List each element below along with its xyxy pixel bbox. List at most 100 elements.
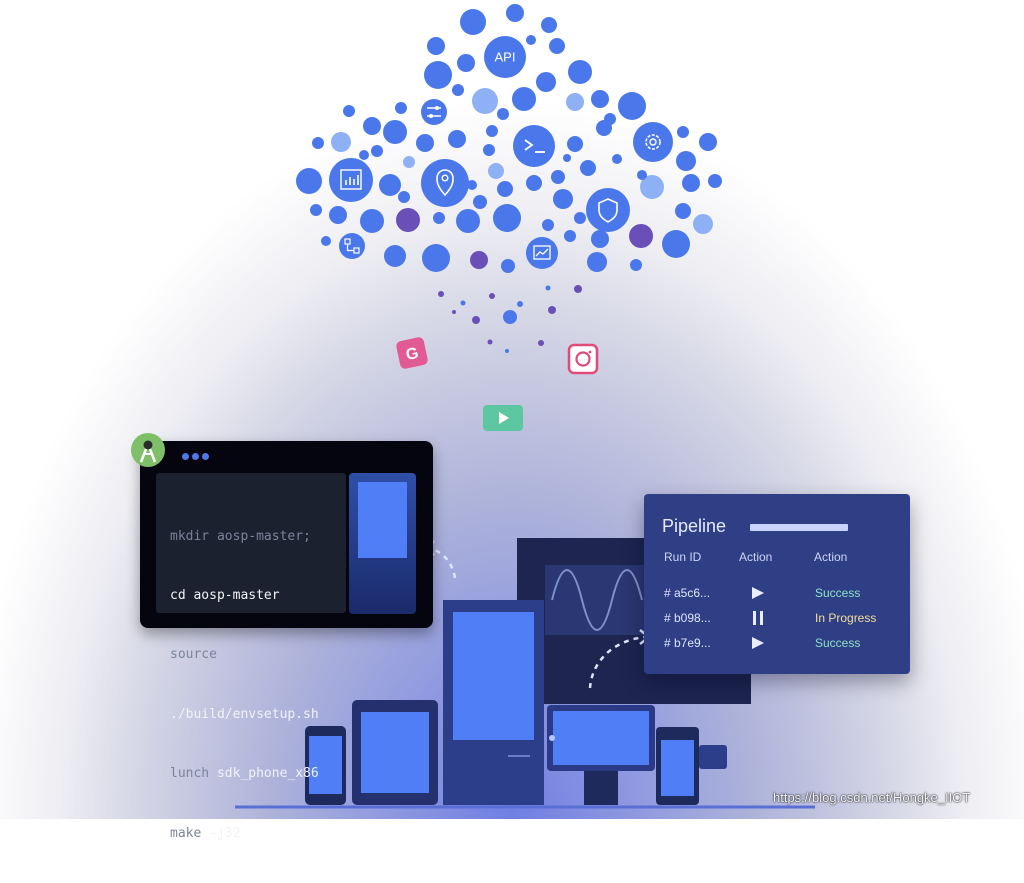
terminal-code: mkdir aosp-master; cd aosp-master source… [156, 473, 346, 841]
cloud-dot [467, 180, 477, 190]
cloud-dot [460, 9, 486, 35]
cloud-dot [526, 175, 542, 191]
cloud-dot [473, 195, 487, 209]
gear-icon [633, 122, 673, 162]
cloud-dot [551, 170, 565, 184]
cloud-dot [662, 230, 690, 258]
pipeline-panel: Pipeline Run ID Action Action # a5c6... … [644, 494, 910, 674]
cloud-dot [675, 203, 691, 219]
table-row[interactable]: # b098... In Progress [644, 608, 910, 628]
cloud-dot [398, 191, 410, 203]
cloud-dot [604, 113, 616, 125]
play-icon [483, 405, 523, 431]
cloud-dot [470, 251, 488, 269]
cloud-dot [472, 316, 480, 324]
cloud-dot [538, 340, 544, 346]
pause-icon[interactable] [750, 610, 766, 626]
cloud-dot [676, 151, 696, 171]
workflow-icon [339, 233, 365, 259]
emulator-screen [358, 482, 407, 558]
cloud-dot [591, 230, 609, 248]
cloud-dot [363, 117, 381, 135]
run-id: # a5c6... [664, 586, 711, 600]
cloud-dot [460, 300, 466, 306]
cloud-dot [457, 54, 475, 72]
location-pin-icon [421, 159, 469, 207]
cloud-dot [517, 301, 523, 307]
cloud-dot [503, 310, 517, 324]
cloud-dot [563, 154, 571, 162]
header-action: Action [739, 550, 773, 564]
cloud-dot [371, 145, 383, 157]
code-line-5: lunch sdk_phone_x86 [170, 766, 319, 782]
cloud-dot [640, 175, 664, 199]
cloud-dot [541, 17, 557, 33]
cloud-dot [501, 259, 515, 273]
cloud-dot [693, 214, 713, 234]
arrow-to-pipeline [588, 635, 646, 689]
terminal-prompt-icon [513, 125, 555, 167]
cloud-dot [566, 93, 584, 111]
cloud-dot [452, 84, 464, 96]
pipeline-progress-bar [750, 524, 848, 531]
cloud-dot [472, 88, 498, 114]
cloud-dot [456, 209, 480, 233]
sliders-icon [421, 99, 447, 125]
cloud-dot [526, 35, 536, 45]
code-line-2: cd aosp-master [170, 587, 280, 603]
bar-chart-icon [329, 158, 373, 202]
cloud-dot [612, 154, 622, 164]
cloud-dot [542, 219, 554, 231]
cloud-dot [312, 137, 324, 149]
cloud-dot [296, 168, 322, 194]
code-line-3: source [170, 647, 217, 663]
cloud-dots [296, 4, 722, 353]
cloud-dot [548, 306, 556, 314]
cloud-dot [587, 252, 607, 272]
table-row[interactable]: # a5c6... Success [644, 583, 910, 603]
cloud-dot [637, 170, 647, 180]
service-cloud: API [296, 4, 722, 353]
cloud-dot [567, 136, 583, 152]
cloud-dot [564, 230, 576, 242]
cloud-dot [677, 126, 689, 138]
cloud-dot [379, 174, 401, 196]
play-icon[interactable] [750, 585, 766, 601]
run-id: # b7e9... [664, 636, 711, 650]
cloud-dot [452, 310, 456, 314]
cloud-dot [708, 174, 722, 188]
cloud-dot [448, 130, 466, 148]
window-dots [182, 453, 209, 460]
cloud-dot [629, 224, 653, 248]
arrow-to-terminal [427, 546, 457, 579]
api-badge: API [484, 36, 526, 78]
cloud-dot [487, 339, 493, 345]
code-line-1: mkdir aosp-master; [170, 528, 311, 544]
cloud-dot [580, 160, 596, 176]
status-badge: In Progress [815, 611, 877, 625]
cloud-dot [310, 204, 322, 216]
cloud-dot [505, 349, 509, 353]
cloud-dot [433, 212, 445, 224]
status-badge: Success [815, 586, 861, 600]
code-line-6: make -j32 [170, 825, 241, 841]
cloud-dot [506, 4, 524, 22]
play-icon[interactable] [750, 635, 766, 651]
g-letter-label: G [404, 345, 420, 364]
table-row[interactable]: # b7e9... Success [644, 633, 910, 653]
cloud-dot [699, 133, 717, 151]
cloud-dot [329, 206, 347, 224]
cloud-dot [383, 120, 407, 144]
api-label: API [495, 50, 516, 65]
code-line-4: ./build/envsetup.sh [170, 706, 319, 722]
watermark: https://blog.csdn.net/Hongke_IIOT [773, 790, 971, 805]
cloud-dot [424, 61, 452, 89]
cloud-dot [321, 236, 331, 246]
cloud-dot [343, 105, 355, 117]
cloud-dot [591, 90, 609, 108]
cloud-dot [536, 72, 556, 92]
cloud-dot [422, 244, 450, 272]
pipeline-title: Pipeline [662, 516, 727, 536]
cloud-dot [545, 285, 551, 291]
cloud-dot [512, 87, 536, 111]
